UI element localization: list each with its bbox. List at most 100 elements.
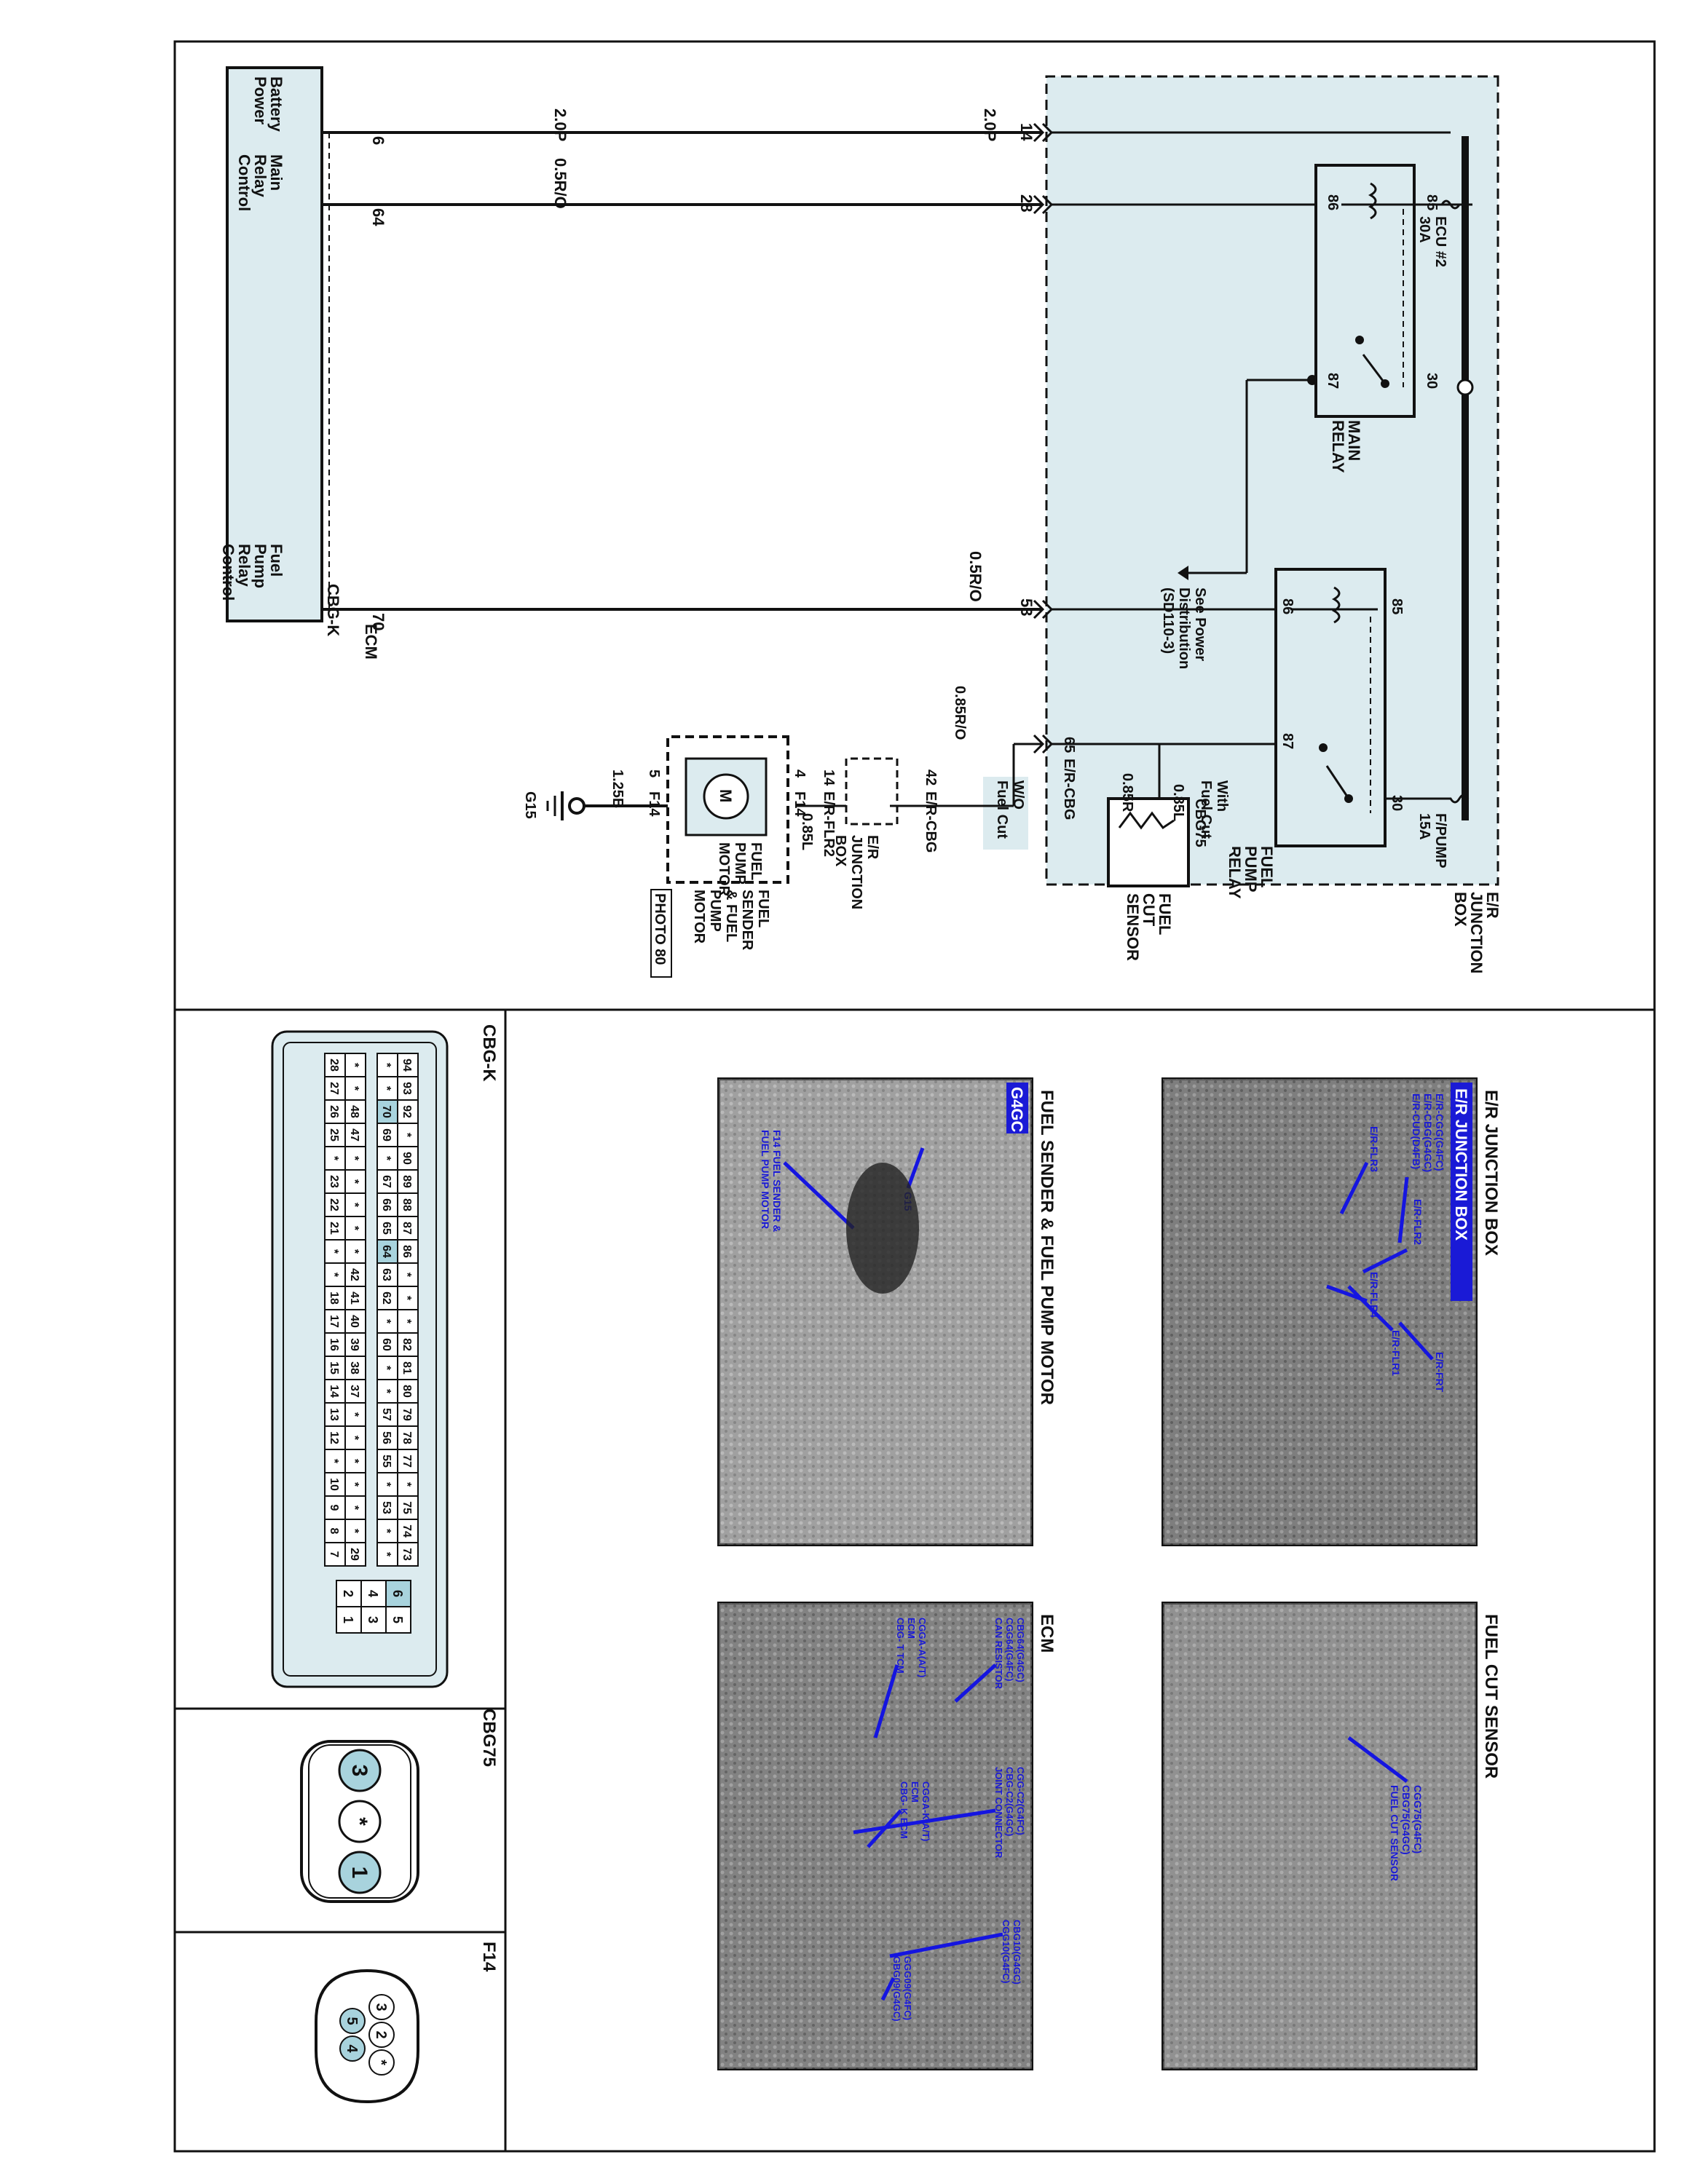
cbgk-pin-label: 13 <box>328 1408 340 1421</box>
ecm-label: ECM <box>362 624 380 660</box>
svg-text:ECM: ECM <box>1037 1614 1057 1653</box>
svg-text:ECM: ECM <box>910 1781 920 1803</box>
svg-text:4: 4 <box>792 769 808 778</box>
main-relay-87-feed <box>1188 379 1316 574</box>
cbgk-pin-label: * <box>380 1156 393 1161</box>
ecu2-fuse: ECU #230A <box>1416 199 1465 267</box>
ecm-wires <box>322 131 1043 611</box>
schematic-area: E/R JUNCTION BOX ECM CBG-K BatteryPower … <box>219 66 1502 978</box>
cbgk-pin-label: * <box>348 1482 360 1487</box>
cbgk-pin-label: * <box>348 1459 360 1464</box>
svg-text:0.85R: 0.85R <box>1119 773 1135 812</box>
cbgk-pin-label: 55 <box>380 1455 393 1468</box>
svg-text:FUELSENDER& FUELPUMPMOTOR: FUELSENDER& FUELPUMPMOTOR <box>691 890 771 951</box>
cbgk-pin-label: 22 <box>328 1198 340 1211</box>
power-distribution-arrow <box>1178 566 1188 580</box>
cbgk-side-pin-label: 5 <box>390 1616 405 1623</box>
cbgk-pin-label: 77 <box>401 1455 413 1468</box>
cbg75-pin-label: * <box>347 1817 371 1826</box>
cbgk-pin-label: 63 <box>380 1268 393 1281</box>
svg-text:F14 FUEL SENDER &: F14 FUEL SENDER & <box>771 1130 783 1233</box>
cbg75-pin <box>338 1749 382 1792</box>
conn-cbg75-title: CBG75 <box>479 1709 499 1767</box>
cbgk-pin-label: 12 <box>328 1431 340 1444</box>
wire-labels: 6 64 70 2.0P 2.0P 14 0.5R/O 28 0.5R/O 53 <box>369 108 1036 630</box>
svg-text:E/R-FLR4: E/R-FLR4 <box>1368 1272 1380 1318</box>
cbgk-pin-label: 94 <box>401 1059 413 1072</box>
cbgk-pin-label: 56 <box>380 1431 393 1444</box>
svg-text:85: 85 <box>1424 194 1440 210</box>
svg-text:FuelPumpRelayControl: FuelPumpRelayControl <box>219 544 285 601</box>
fuel-cut-sensor: CBG75 FUELCUTSENSOR 0.85L 0.85R <box>1107 773 1208 961</box>
cbgk-pin-grid: 949392*9089888786***828180797877*757473*… <box>324 1053 419 1634</box>
wire-6-spec-left: 2.0P <box>551 108 569 141</box>
cbgk-pin-label: 9 <box>328 1505 340 1511</box>
cbgk-pin-label: 23 <box>328 1175 340 1188</box>
svg-text:FUEL PUMP MOTOR: FUEL PUMP MOTOR <box>760 1130 771 1229</box>
cbgk-pin-label: 21 <box>328 1222 340 1235</box>
svg-text:30: 30 <box>1389 795 1405 811</box>
cbgk-pin-label: * <box>328 1273 340 1278</box>
cbgk-pin-label: 10 <box>328 1478 340 1491</box>
cbgk-side-pin-label: 1 <box>341 1616 355 1623</box>
cbgk-pin-label: 75 <box>401 1501 413 1514</box>
svg-text:FUELPUMPMOTOR: FUELPUMPMOTOR <box>716 842 764 897</box>
cbg75-pin <box>338 1800 382 1843</box>
cbgk-side-pin-cell <box>336 1606 362 1634</box>
svg-text:CGG64(G4FC): CGG64(G4FC) <box>1004 1618 1015 1681</box>
svg-text:E/R-CUD(D4FB): E/R-CUD(D4FB) <box>1411 1093 1422 1169</box>
f14-pin <box>368 2049 395 2076</box>
cbgk-pin-label: 38 <box>348 1361 360 1374</box>
cbgk-pin-label: 74 <box>401 1524 413 1538</box>
svg-text:FUELCUTSENSOR: FUELCUTSENSOR <box>1124 893 1174 961</box>
conn-cbgk-title: CBG-K <box>479 1024 499 1082</box>
svg-text:0.85L: 0.85L <box>799 813 815 850</box>
svg-text:CAN RESISTOR: CAN RESISTOR <box>993 1618 1004 1690</box>
svg-text:CBG75: CBG75 <box>1192 799 1208 847</box>
photo-er-jb-title: E/R JUNCTION BOX <box>1481 1090 1501 1256</box>
svg-text:87: 87 <box>1279 733 1295 749</box>
wire-70-pin-53: 53 <box>1017 598 1036 616</box>
svg-text:E/R JUNCTION BOX: E/R JUNCTION BOX <box>1452 1088 1470 1241</box>
main-relay-label: MAINRELAY <box>1329 420 1363 473</box>
cbgk-pin-label: 47 <box>348 1128 360 1142</box>
cbgk-pin-label: 29 <box>348 1548 360 1561</box>
cbgk-pin-label: * <box>328 1156 340 1161</box>
f14-pin <box>339 2008 366 2034</box>
bus-bar-break <box>1456 379 1474 396</box>
svg-text:14: 14 <box>821 769 837 786</box>
cbgk-pin-label: * <box>348 1249 360 1254</box>
wire-6-spec-right: 2.0P <box>981 108 999 141</box>
svg-text:CBG-C2(G4GC): CBG-C2(G4GC) <box>1004 1767 1015 1836</box>
f14-shell: 32*54 <box>315 1969 419 2104</box>
svg-text:G15: G15 <box>522 791 538 819</box>
svg-text:E/R-FLR2: E/R-FLR2 <box>1412 1199 1424 1245</box>
cbgk-pin-label: 79 <box>401 1408 413 1421</box>
cbgk-pin-label: 41 <box>348 1291 360 1305</box>
cbgk-pin-label: 65 <box>380 1222 393 1235</box>
cbgk-pin-label: 90 <box>401 1152 413 1165</box>
cbgk-pin-label: * <box>348 1179 360 1184</box>
cbgk-pin-label: 87 <box>401 1222 413 1235</box>
ecm-pin-6: 6 <box>369 136 387 145</box>
fpump-fuse: F/PUMP15A <box>1385 794 1470 869</box>
f14-pin <box>339 2035 366 2062</box>
cbg75-pin-label: 1 <box>347 1867 371 1879</box>
cbgk-pin-label: * <box>401 1133 413 1138</box>
wire-64-pin-28: 28 <box>1017 194 1036 212</box>
svg-text:E/R-FLR2: E/R-FLR2 <box>821 791 837 857</box>
ground-g15: 1.25B G15 <box>522 769 668 820</box>
wire-6-pin-14: 14 <box>1017 123 1036 141</box>
cbgk-pin-label: 62 <box>380 1291 393 1305</box>
cbgk-pin-label: * <box>328 1459 340 1464</box>
svg-text:CBG- T TCM: CBG- T TCM <box>895 1618 906 1674</box>
svg-text:87: 87 <box>1325 373 1341 389</box>
fuel-pump-motor: M FUELPUMPMOTOR FUELSENDER& FUELPUMPMOTO… <box>646 735 808 978</box>
svg-text:MainRelayControl: MainRelayControl <box>235 154 285 211</box>
cbgk-side-pin-label: 3 <box>366 1616 380 1623</box>
cbgk-pin-label: 40 <box>348 1315 360 1328</box>
svg-text:85: 85 <box>1389 598 1405 614</box>
cbgk-pin-label: 53 <box>380 1501 393 1514</box>
cbgk-pin-label: 16 <box>328 1338 340 1351</box>
ecm-pin-64: 64 <box>369 208 387 226</box>
